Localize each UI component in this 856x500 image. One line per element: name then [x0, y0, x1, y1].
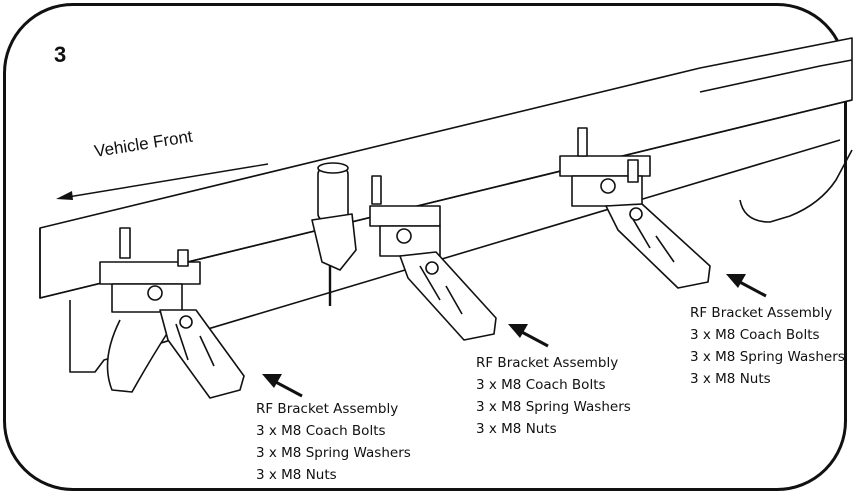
callout-arrow-3	[726, 274, 767, 298]
callout-line: 3 x M8 Nuts	[256, 467, 337, 483]
callout-line: 3 x M8 Spring Washers	[256, 445, 411, 461]
callout-arrow-1	[262, 374, 303, 398]
callout-bracket-2: RF Bracket Assembly 3 x M8 Coach Bolts 3…	[476, 352, 631, 440]
callout-line: 3 x M8 Coach Bolts	[476, 377, 606, 393]
callout-line: RF Bracket Assembly	[476, 355, 619, 371]
callout-line: 3 x M8 Spring Washers	[476, 399, 631, 415]
callout-line: RF Bracket Assembly	[690, 305, 833, 321]
rf-bracket-3	[559, 127, 711, 289]
rf-bracket-1	[99, 227, 245, 399]
callout-line: 3 x M8 Spring Washers	[690, 349, 845, 365]
rf-bracket-2	[369, 175, 497, 341]
callout-arrow-2	[508, 324, 549, 348]
step-number: 3	[54, 42, 67, 67]
vehicle-front-arrow	[56, 163, 269, 200]
callout-line: 3 x M8 Coach Bolts	[690, 327, 820, 343]
callout-line: 3 x M8 Nuts	[476, 421, 557, 437]
callout-line: 3 x M8 Coach Bolts	[256, 423, 386, 439]
motor-unit	[311, 162, 357, 306]
callout-bracket-3: RF Bracket Assembly 3 x M8 Coach Bolts 3…	[690, 302, 845, 390]
callout-line: RF Bracket Assembly	[256, 401, 399, 417]
callout-bracket-1: RF Bracket Assembly 3 x M8 Coach Bolts 3…	[256, 398, 411, 486]
callout-line: 3 x M8 Nuts	[690, 371, 771, 387]
